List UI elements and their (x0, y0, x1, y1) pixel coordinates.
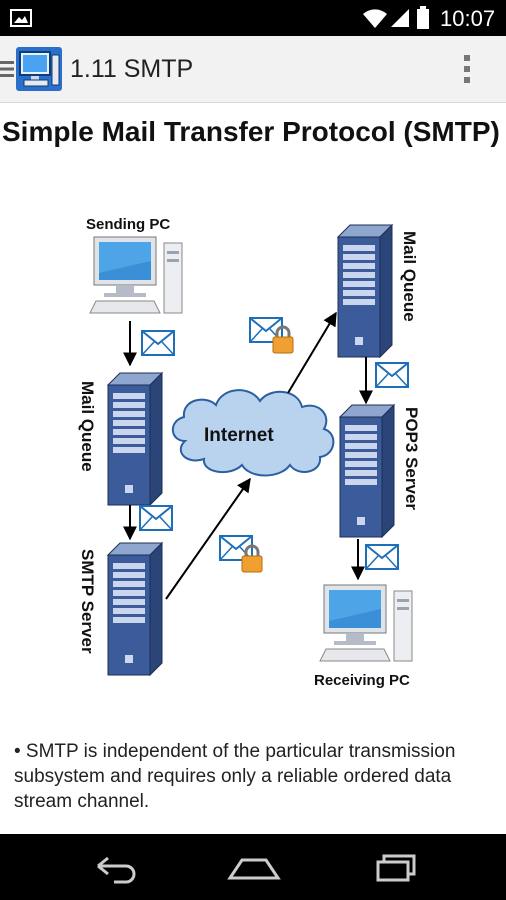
mail-queue-server-left (107, 372, 163, 506)
smtp-server (107, 542, 163, 676)
label-internet: Internet (204, 425, 274, 446)
status-time: 10:07 (440, 6, 496, 31)
smtp-diagram: Sending PC Mail Queue SMTP Server (70, 203, 437, 703)
label-receiving-pc: Receiving PC (314, 672, 410, 689)
envelope-icon (139, 505, 173, 531)
navigation-bar (0, 834, 506, 900)
envelope-icon (375, 362, 409, 388)
signal-icon (391, 9, 409, 27)
battery-icon (417, 6, 429, 29)
gallery-icon (10, 9, 32, 27)
mail-queue-server-right (337, 224, 393, 358)
internet-cloud (171, 389, 335, 477)
label-mail-queue-right: Mail Queue (400, 231, 419, 322)
pop3-server (339, 404, 395, 538)
envelope-icon (141, 330, 175, 356)
overflow-menu-icon[interactable] (462, 53, 472, 85)
recents-icon[interactable] (364, 844, 424, 890)
app-icon[interactable] (16, 47, 62, 91)
envelope-icon (365, 544, 399, 570)
wifi-icon (363, 9, 387, 28)
label-pop3-server: POP3 Server (402, 407, 421, 510)
drawer-icon[interactable] (0, 60, 14, 78)
sending-pc-icon (89, 236, 183, 314)
back-icon[interactable] (84, 844, 144, 890)
label-sending-pc: Sending PC (86, 216, 170, 233)
action-bar: 1.11 SMTP (0, 36, 506, 103)
page-title: 1.11 SMTP (70, 55, 194, 83)
label-smtp-server: SMTP Server (78, 549, 97, 654)
content-heading: Simple Mail Transfer Protocol (SMTP) (2, 116, 500, 147)
bullet-text: • SMTP is independent of the particular … (14, 741, 456, 812)
home-icon[interactable] (224, 844, 284, 890)
status-bar: 10:07 (0, 0, 506, 36)
label-mail-queue-left: Mail Queue (78, 381, 97, 472)
content-area[interactable]: Simple Mail Transfer Protocol (SMTP) (0, 103, 506, 833)
receiving-pc-icon (319, 584, 413, 662)
